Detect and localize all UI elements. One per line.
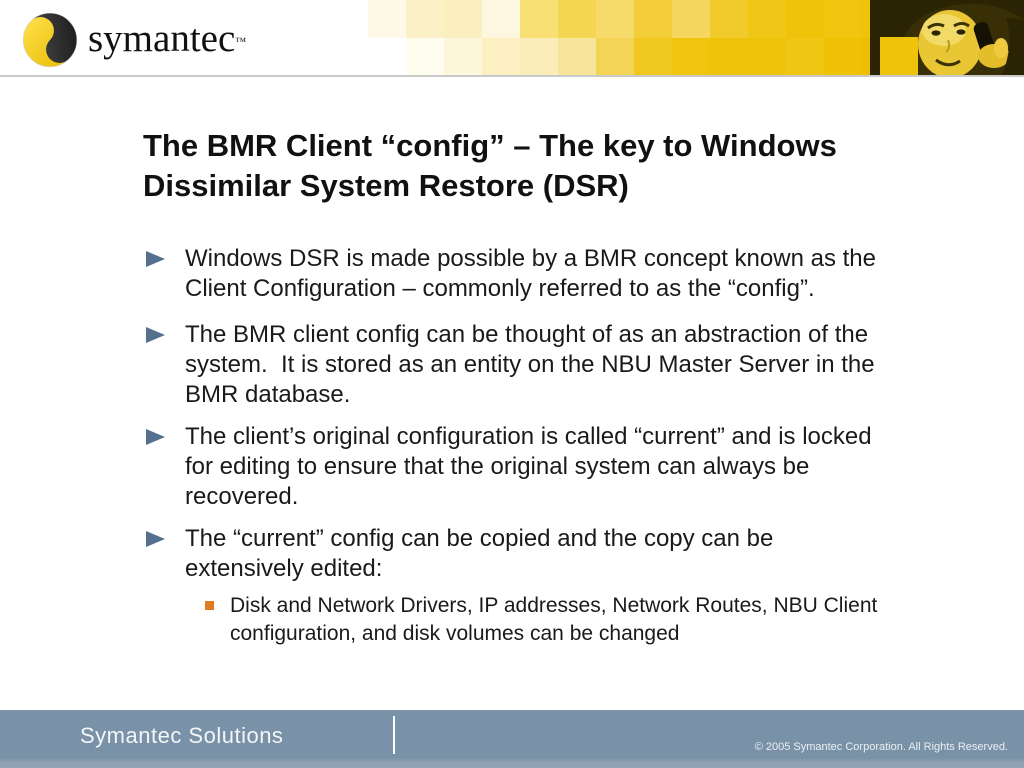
checker-square: [710, 37, 748, 75]
bullet-marker-column: [143, 524, 185, 547]
sub-bullet-text: Disk and Network Drivers, IP addresses, …: [230, 594, 878, 645]
footer-copyright: © 2005 Symantec Corporation. All Rights …: [754, 741, 1008, 753]
yellow-checker-pattern: [0, 0, 1024, 75]
checker-square: [558, 37, 596, 75]
logo-trademark: ™: [235, 35, 247, 48]
checker-square: [634, 0, 672, 38]
logo-wordmark-text: symantec: [88, 16, 236, 60]
bullet-marker-column: [143, 422, 185, 445]
slide-title: The BMR Client “config” – The key to Win…: [143, 128, 837, 203]
footer-divider-line: [393, 716, 395, 754]
header-band: symantec™: [0, 0, 1024, 75]
checker-square: [634, 37, 672, 75]
sub-bullet-item: Disk and Network Drivers, IP addresses, …: [143, 592, 953, 648]
bullet-list: Windows DSR is made possible by a BMR co…: [143, 244, 953, 648]
checker-square: [786, 0, 824, 38]
checker-square: [748, 0, 786, 38]
bullet-marker-column: [143, 320, 185, 343]
checker-square: [444, 0, 482, 38]
footer-bar: Symantec Solutions © 2005 Symantec Corpo…: [0, 710, 1024, 768]
footer-title: Symantec Solutions: [80, 723, 284, 748]
bullet-text: Windows DSR is made possible by a BMR co…: [185, 245, 876, 302]
checker-square: [482, 37, 520, 75]
bullet-marker-column: [143, 244, 185, 267]
checker-square: [710, 0, 748, 38]
checker-square: [786, 37, 824, 75]
checker-square: [368, 0, 406, 38]
checker-square: [406, 37, 444, 75]
checker-square: [596, 37, 634, 75]
checker-square: [482, 0, 520, 38]
bullet-item: The client’s original configuration is c…: [143, 422, 953, 512]
checker-square: [520, 37, 558, 75]
header-divider-line: [0, 75, 1024, 77]
symantec-logo: symantec™: [22, 12, 246, 68]
checker-square: [558, 0, 596, 38]
triangle-bullet-icon: [146, 429, 165, 445]
triangle-bullet-icon: [146, 251, 165, 267]
checker-square: [824, 37, 862, 75]
square-bullet-icon: [205, 601, 214, 610]
gold-accent-square: [880, 37, 918, 75]
logo-wordmark: symantec™: [88, 11, 246, 70]
bullet-text: The “current” config can be copied and t…: [185, 525, 774, 582]
checker-square: [672, 0, 710, 38]
checker-square: [748, 37, 786, 75]
checker-square: [596, 0, 634, 38]
bullet-item: The “current” config can be copied and t…: [143, 524, 953, 584]
bullet-item: Windows DSR is made possible by a BMR co…: [143, 244, 953, 304]
triangle-bullet-icon: [146, 327, 165, 343]
bullet-item: The BMR client config can be thought of …: [143, 320, 953, 410]
triangle-bullet-icon: [146, 531, 165, 547]
checker-square: [824, 0, 862, 38]
checker-square: [406, 0, 444, 38]
checker-square: [520, 0, 558, 38]
symantec-swirl-icon: [22, 12, 78, 68]
bullet-text: The client’s original configuration is c…: [185, 423, 872, 510]
checker-square: [444, 37, 482, 75]
bullet-text: The BMR client config can be thought of …: [185, 321, 875, 408]
checker-square: [672, 37, 710, 75]
